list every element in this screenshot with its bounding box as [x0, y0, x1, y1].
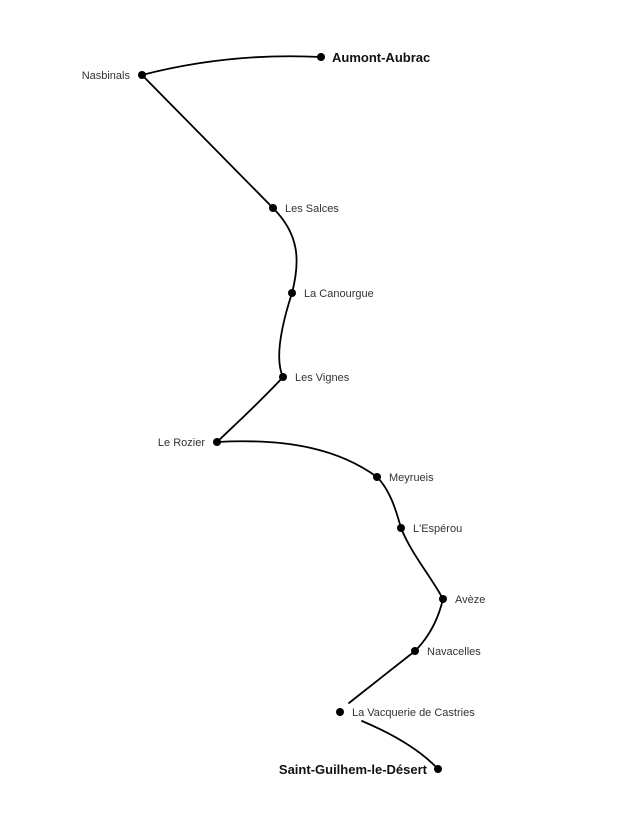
stop-dot: [434, 765, 442, 773]
stop-dot: [288, 289, 296, 297]
stop-label: Meyrueis: [389, 472, 434, 484]
stop-dot: [411, 647, 419, 655]
stop-dot: [138, 71, 146, 79]
stop-dot: [269, 204, 277, 212]
stop-aveze: Avèze: [439, 594, 485, 606]
stop-label: Nasbinals: [82, 70, 131, 82]
stop-label: Le Rozier: [158, 437, 205, 449]
stop-dot: [279, 373, 287, 381]
stop-label: Navacelles: [427, 646, 481, 658]
stop-dot: [439, 595, 447, 603]
stop-les-vignes: Les Vignes: [279, 372, 350, 384]
stop-label: Les Vignes: [295, 372, 350, 384]
stop-l-esperou: L'Espérou: [397, 523, 462, 535]
stop-dot: [373, 473, 381, 481]
stop-label: L'Espérou: [413, 523, 462, 535]
stop-dot: [397, 524, 405, 532]
endpoint-label: Saint-Guilhem-le-Désert: [279, 762, 428, 777]
stop-label: Avèze: [455, 594, 485, 606]
stop-label: La Canourgue: [304, 288, 374, 300]
stop-la-canourgue: La Canourgue: [288, 288, 374, 300]
stop-label: La Vacquerie de Castries: [352, 707, 475, 719]
stop-label: Les Salces: [285, 203, 339, 215]
stop-navacelles: Navacelles: [411, 646, 481, 658]
stop-le-rozier: Le Rozier: [158, 437, 221, 449]
stop-saint-guilhem-le-desert: Saint-Guilhem-le-Désert: [279, 762, 442, 777]
stop-aumont-aubrac: Aumont-Aubrac: [317, 50, 430, 65]
stop-dot: [213, 438, 221, 446]
stop-la-vacquerie-de-castries: La Vacquerie de Castries: [336, 707, 475, 719]
stop-nasbinals: Nasbinals: [82, 70, 146, 82]
stop-dot: [317, 53, 325, 61]
route-line: [141, 55, 444, 770]
endpoint-label: Aumont-Aubrac: [332, 50, 430, 65]
stop-dot: [336, 708, 344, 716]
stop-meyrueis: Meyrueis: [373, 472, 434, 484]
stop-les-salces: Les Salces: [269, 203, 339, 215]
